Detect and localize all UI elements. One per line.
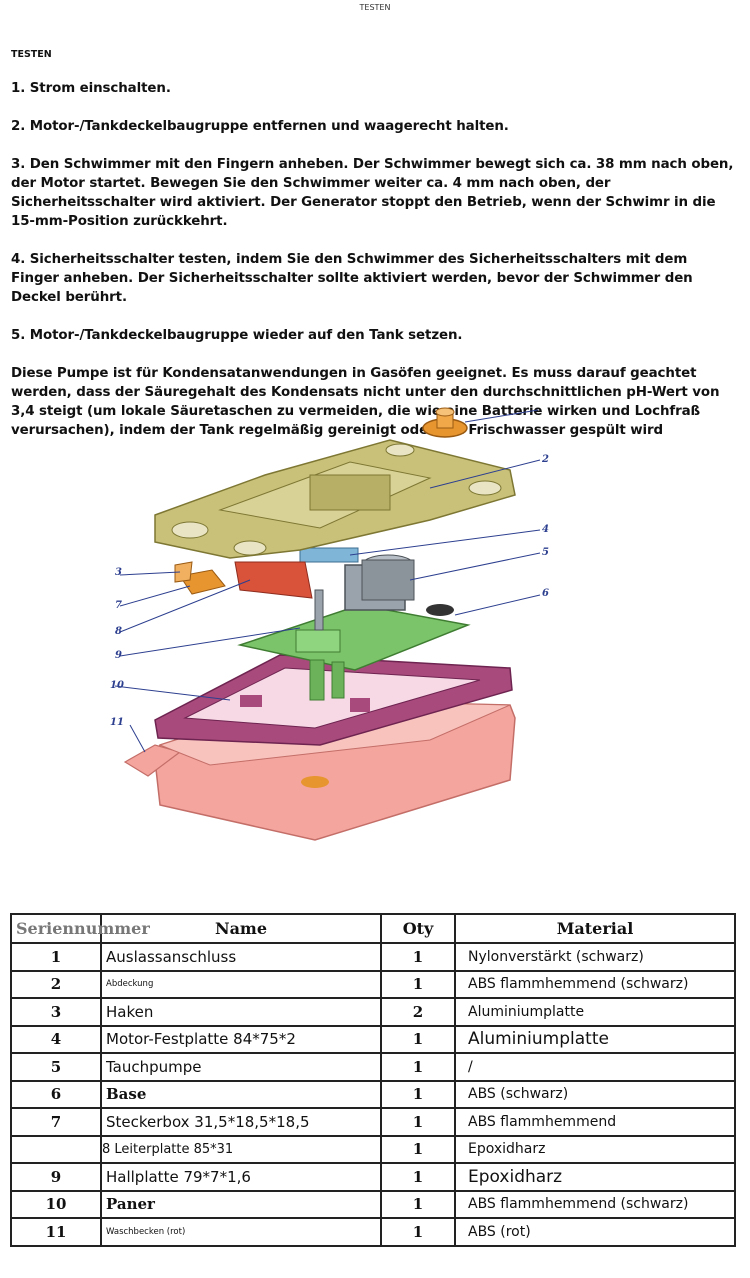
cover-part	[154, 439, 516, 559]
step-5: 5. Motor-/Tankdeckelbaugruppe wieder auf…	[11, 328, 463, 343]
row-name: Hallplatte 79*7*1,6	[100, 1162, 382, 1192]
step-1: 1. Strom einschalten.	[11, 81, 171, 96]
row-qty: 1	[380, 1134, 456, 1164]
row-material: Aluminiumplatte	[454, 1024, 736, 1054]
row-name: 8 Leiterplatte 85*31	[100, 1134, 382, 1164]
exploded-view-diagram: 2 3 4 5 6 7 8 9 10 11	[110, 407, 549, 841]
row-qty: 1	[380, 942, 456, 972]
row-name: Steckerbox 31,5*18,5*18,5	[100, 1107, 382, 1137]
bracket-part	[234, 561, 313, 599]
row-material: ABS flammhemmend (schwarz)	[454, 1189, 736, 1219]
callout-5: 5	[542, 547, 549, 558]
table-row: 10 Paner 1 ABS flammhemmend (schwarz)	[10, 1189, 736, 1219]
parts-table: Seriennummer Name Oty Material 1 Auslass…	[10, 913, 736, 1247]
row-qty: 1	[380, 1052, 456, 1082]
table-row: 3 Haken 2 Aluminiumplatte	[10, 997, 736, 1027]
row-no: 11	[10, 1217, 102, 1247]
row-material: /	[454, 1052, 736, 1082]
table-row: 11 Waschbecken (rot) 1 ABS (rot)	[10, 1217, 736, 1247]
row-no: 4	[10, 1024, 102, 1054]
row-material: Aluminiumplatte	[454, 997, 736, 1027]
step-3: 3. Den Schwimmer mit den Fingern anheben…	[11, 157, 734, 229]
row-no: 1	[10, 942, 102, 972]
row-no: 10	[10, 1189, 102, 1219]
row-material: ABS flammhemmend (schwarz)	[454, 969, 736, 999]
callout-9: 9	[115, 650, 122, 661]
row-material: ABS (rot)	[454, 1217, 736, 1247]
hall-plate-part	[314, 589, 324, 631]
table-row: 9 Hallplatte 79*7*1,6 1 Epoxidharz	[10, 1162, 736, 1192]
row-name: Haken	[100, 997, 382, 1027]
callout-11: 11	[110, 717, 124, 728]
row-name: Motor-Festplatte 84*75*2	[100, 1024, 382, 1054]
table-row: 7 Steckerbox 31,5*18,5*18,5 1 ABS flammh…	[10, 1107, 736, 1137]
row-material: ABS flammhemmend	[454, 1107, 736, 1137]
row-qty: 1	[380, 1189, 456, 1219]
row-qty: 1	[380, 969, 456, 999]
row-material: Epoxidharz	[454, 1162, 736, 1192]
callout-10: 10	[110, 680, 124, 691]
table-header-row: Seriennummer Name Oty Material	[10, 913, 736, 944]
row-no: 3	[10, 997, 102, 1027]
row-qty: 1	[380, 1079, 456, 1109]
step-4: 4. Sicherheitsschalter testen, indem Sie…	[11, 252, 693, 305]
row-no: 2	[10, 969, 102, 999]
row-qty: 1	[380, 1217, 456, 1247]
row-qty: 1	[380, 1107, 456, 1137]
leader-lines	[114, 409, 541, 753]
row-material: Epoxidharz	[454, 1134, 736, 1164]
pcb-part	[237, 604, 471, 701]
outlet-fitting-part	[422, 407, 468, 438]
header-name: Name	[100, 913, 382, 944]
table-row: 6 Base 1 ABS (schwarz)	[10, 1079, 736, 1109]
hook-part	[174, 561, 193, 583]
plug-box-part	[179, 569, 226, 595]
instructions: TESTEN 1. Strom einschalten. 2. Motor-/T…	[11, 49, 739, 459]
row-qty: 1	[380, 1162, 456, 1192]
section-title: TESTEN	[11, 49, 52, 60]
callout-2: 2	[541, 454, 549, 465]
header-material: Material	[454, 913, 736, 944]
row-name: Tauchpumpe	[100, 1052, 382, 1082]
table-row: 1 Auslassanschluss 1 Nylonverstärkt (sch…	[10, 942, 736, 972]
table-row: 5 Tauchpumpe 1 /	[10, 1052, 736, 1082]
row-qty: 1	[380, 1024, 456, 1054]
row-name: Abdeckung	[100, 969, 382, 999]
table-row: 4 Motor-Festplatte 84*75*2 1 Aluminiumpl…	[10, 1024, 736, 1054]
callout-3: 3	[115, 567, 122, 578]
callout-6: 6	[542, 588, 549, 599]
row-material: ABS (schwarz)	[454, 1079, 736, 1109]
motor-plate-part	[299, 547, 359, 563]
header-qty: Oty	[380, 913, 456, 944]
notice-paragraph: Diese Pumpe ist für Kondensatanwendungen…	[11, 366, 720, 438]
row-name: Base	[100, 1079, 382, 1109]
row-name: Auslassanschluss	[100, 942, 382, 972]
motor-part	[344, 554, 415, 611]
header-no: Seriennummer	[10, 913, 150, 944]
step-2: 2. Motor-/Tankdeckelbaugruppe entfernen …	[11, 119, 509, 134]
row-no: 7	[10, 1107, 102, 1137]
row-material: Nylonverstärkt (schwarz)	[454, 942, 736, 972]
header-caption: TESTEN	[359, 3, 391, 12]
row-no	[10, 1134, 102, 1164]
row-no: 5	[10, 1052, 102, 1082]
row-no: 9	[10, 1162, 102, 1192]
row-no: 6	[10, 1079, 102, 1109]
row-name: Waschbecken (rot)	[100, 1217, 382, 1247]
table-row: 8 Leiterplatte 85*31 1 Epoxidharz	[10, 1134, 736, 1164]
callout-8: 8	[115, 626, 122, 637]
callout-7: 7	[115, 600, 122, 611]
table-row: 2 Abdeckung 1 ABS flammhemmend (schwarz)	[10, 969, 736, 999]
callout-4: 4	[542, 524, 549, 535]
row-name: Paner	[100, 1189, 382, 1219]
row-qty: 2	[380, 997, 456, 1027]
